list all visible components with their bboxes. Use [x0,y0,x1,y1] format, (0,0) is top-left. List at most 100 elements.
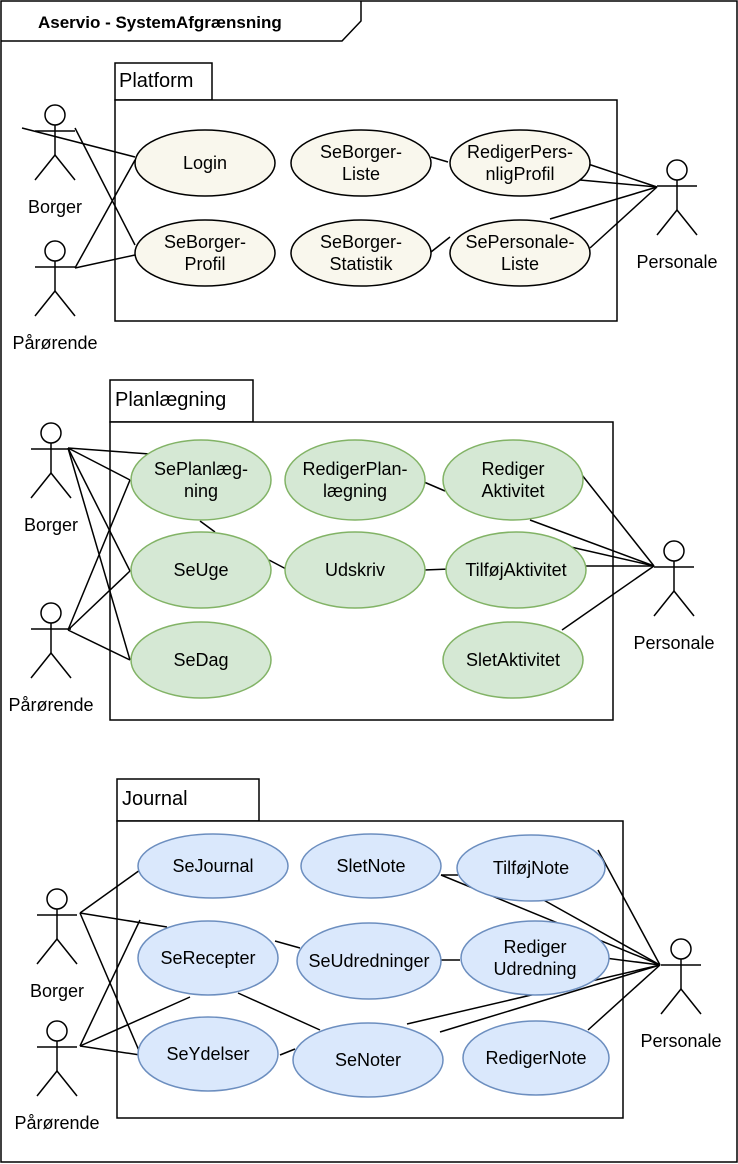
use-case-sejournal[interactable]: SeJournal [137,833,289,899]
actor-label: Borger [24,515,78,535]
use-case-ellipse [284,531,426,609]
actor-personale[interactable]: Personale [640,938,722,1051]
actor-pårørende[interactable]: Pårørende [12,240,98,353]
use-case-tilfojaktivitet[interactable]: TilføjAktivitet [445,531,587,609]
use-case-label: Liste [342,164,380,184]
use-case-seplanlaegning[interactable]: SePlanlæg-ning [130,439,272,521]
use-case-redigerplanlaegning[interactable]: RedigerPlan-lægning [284,439,426,521]
frame-title: Aservio - SystemAfgrænsning [38,13,282,32]
actor-icon [34,240,76,317]
association-line [74,254,136,269]
use-case-label: Rediger [503,937,566,957]
package-title-planning: Planlægning [115,389,226,411]
use-case-label: Liste [501,254,539,274]
use-case-ellipse [134,129,276,197]
association-line [604,957,661,966]
use-case-redigernote[interactable]: RedigerNote [462,1020,610,1096]
association-lines [21,127,661,1056]
use-case-label: SeJournal [172,856,253,876]
actor-icon [34,104,76,181]
actor-label: Borger [28,197,82,217]
use-case-seudredninger[interactable]: SeUdredninger [296,922,442,1000]
use-case-ellipse [296,922,442,1000]
association-line [579,179,658,188]
use-case-label: Rediger [481,459,544,479]
use-case-tilfojnote[interactable]: TilføjNote [456,834,606,902]
use-case-label: nligProfil [485,164,554,184]
use-case-label: lægning [323,481,387,501]
actor-pårørende[interactable]: Pårørende [14,1020,100,1133]
association-line [581,474,655,567]
use-case-ellipse [442,439,584,521]
use-case-sletnote[interactable]: SletNote [300,833,442,899]
use-case-label: Aktivitet [481,481,544,501]
association-line [430,236,451,253]
actor-icon [30,422,72,499]
use-case-label: SeNoter [335,1050,401,1070]
use-case-seuge[interactable]: SeUge [130,531,272,609]
use-case-udskriv[interactable]: Udskriv [284,531,426,609]
actor-personale[interactable]: Personale [633,540,715,653]
actor-pårørende[interactable]: Pårørende [8,602,94,715]
use-case-sletaktivitet[interactable]: SletAktivitet [442,621,584,699]
use-case-ellipse [130,439,272,521]
actor-personale[interactable]: Personale [636,159,718,272]
association-line [237,992,321,1031]
use-case-seydelser[interactable]: SeYdelser [137,1016,279,1092]
use-case-label: SePlanlæg- [154,459,248,479]
actor-icon [660,938,702,1015]
use-case-ellipse [130,621,272,699]
use-case-label: SeBorger- [320,232,402,252]
actor-icon [36,888,78,965]
use-case-ellipse [462,1020,610,1096]
association-line [439,964,661,1033]
association-line [67,570,131,631]
actor-borger[interactable]: Borger [24,422,78,535]
association-line [79,919,141,1047]
use-case-label: Profil [184,254,225,274]
actor-icon [36,1020,78,1097]
use-case-serecepter[interactable]: SeRecepter [137,920,279,996]
use-case-label: SletNote [336,856,405,876]
use-case-label: SeRecepter [160,948,255,968]
use-case-ellipse [442,621,584,699]
actor-label: Pårørende [14,1113,99,1133]
use-case-sepersonaleliste[interactable]: SePersonale-Liste [449,219,591,287]
actor-icon [656,159,698,236]
association-line [587,964,661,1031]
association-line [74,127,136,246]
actor-borger[interactable]: Borger [28,104,82,217]
use-case-ellipse [130,531,272,609]
use-case-ellipse [290,219,432,287]
use-case-seborgerstatistik[interactable]: SeBorger-Statistik [290,219,432,287]
use-case-label: Udskriv [325,560,385,580]
actor-label: Pårørende [8,695,93,715]
actor-label: Pårørende [12,333,97,353]
use-case-seborgerliste[interactable]: SeBorger-Liste [290,129,432,197]
association-line [67,629,131,661]
actor-icon [653,540,695,617]
association-line [67,479,131,631]
association-line [67,447,131,481]
association-line [587,163,658,188]
use-case-label: RedigerPers- [467,142,573,162]
use-case-redigerpersonligprofil[interactable]: RedigerPers-nligProfil [449,129,591,197]
association-line [67,447,151,455]
use-case-sedag[interactable]: SeDag [130,621,272,699]
association-line [539,897,661,966]
package-title-journal: Journal [122,788,188,810]
use-case-ellipse [284,439,426,521]
use-case-login[interactable]: Login [134,129,276,197]
use-case-senoter[interactable]: SeNoter [292,1022,444,1098]
actor-label: Personale [640,1031,721,1051]
association-line [74,159,136,269]
use-case-label: SeYdelser [166,1044,249,1064]
use-case-ellipse [456,834,606,902]
association-line [67,447,131,572]
association-line [423,481,446,492]
use-case-seborgerprofil[interactable]: SeBorger-Profil [134,219,276,287]
actor-borger[interactable]: Borger [30,888,84,1001]
